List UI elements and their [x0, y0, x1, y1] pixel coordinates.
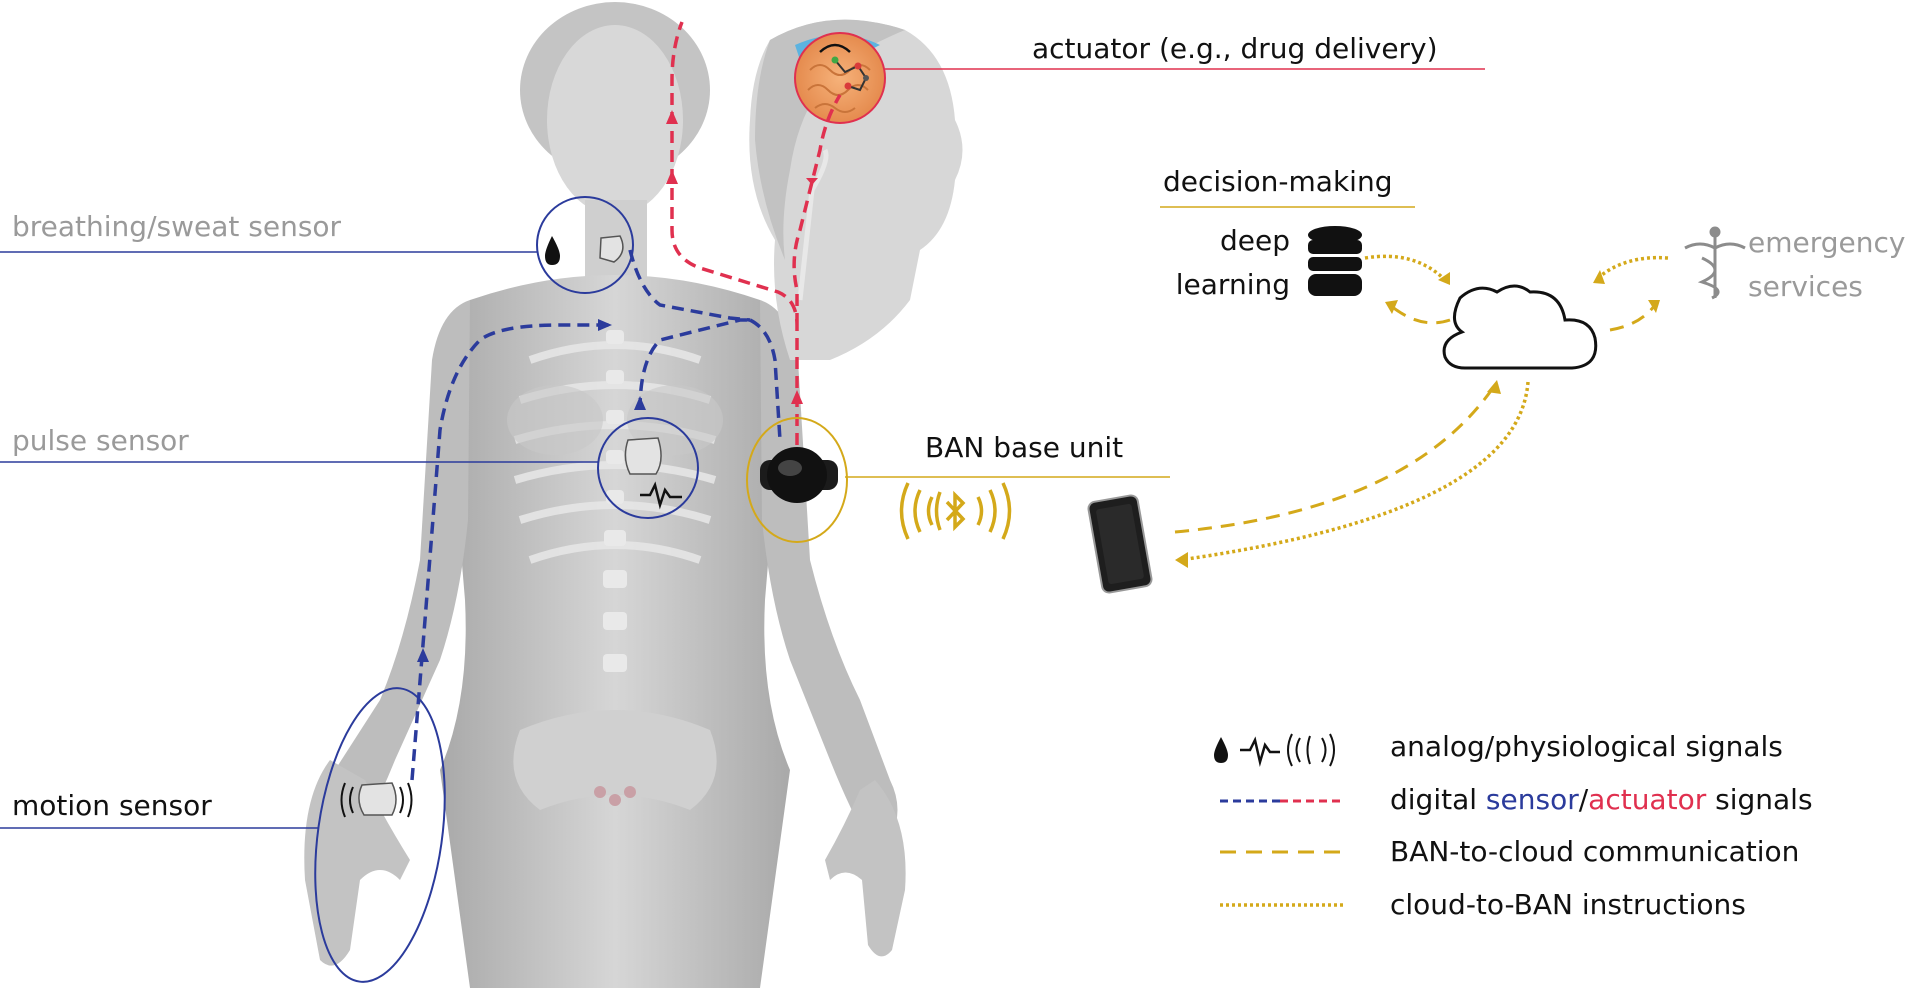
motion-sensor-label: motion sensor: [12, 789, 212, 822]
ban-base-unit-label: BAN base unit: [925, 431, 1124, 464]
actuator-label: actuator (e.g., drug delivery): [1032, 32, 1438, 65]
drop-icon: [545, 236, 560, 265]
legend-digital-prefix: digital: [1390, 783, 1486, 816]
pulse-sensor-marker: [0, 417, 699, 519]
legend-analog-icons: [1214, 733, 1335, 767]
cloud-icon: [1442, 284, 1598, 370]
emergency-services-line1: emergency: [1748, 226, 1906, 259]
pulse-wave-icon: [640, 481, 682, 510]
legend-digital-text: digital sensor/actuator signals: [1390, 783, 1813, 817]
deep-learning-label-line2: learning: [1175, 268, 1290, 301]
legend-ban-to-cloud-text: BAN-to-cloud communication: [1390, 835, 1800, 868]
actuator-signal-path: [670, 21, 842, 445]
vibration-icon: [340, 782, 413, 818]
deep-learning-label-line1: deep: [1220, 224, 1290, 257]
brain-actuator: [794, 32, 886, 124]
legend-cloud-to-ban-text: cloud-to-BAN instructions: [1390, 888, 1746, 921]
body-silhouette: [304, 2, 906, 988]
ban-base-unit-marker: [746, 417, 1170, 543]
caduceus-icon: [1684, 226, 1746, 300]
smartphone-icon: [1087, 494, 1153, 594]
legend-digital-sensor-word: sensor: [1485, 783, 1579, 816]
legend-digital-suffix: signals: [1706, 783, 1813, 816]
database-icon: [1308, 226, 1362, 296]
bluetooth-icon: [899, 482, 1012, 540]
ban-cloud-links: [1174, 254, 1669, 562]
breathing-sensor-label: breathing/sweat sensor: [12, 210, 342, 243]
decision-making-heading: decision-making: [1163, 165, 1393, 198]
legend-digital-slash: /: [1578, 783, 1589, 816]
legend-digital-actuator-word: actuator: [1588, 783, 1707, 816]
pulse-sensor-label: pulse sensor: [12, 424, 189, 457]
legend-analog-text: analog/physiological signals: [1390, 730, 1783, 763]
breathing-sensor-marker: [0, 196, 634, 294]
emergency-services-line2: services: [1748, 270, 1863, 303]
molecule-icon: [819, 43, 869, 92]
motion-sensor-marker: [0, 687, 446, 983]
